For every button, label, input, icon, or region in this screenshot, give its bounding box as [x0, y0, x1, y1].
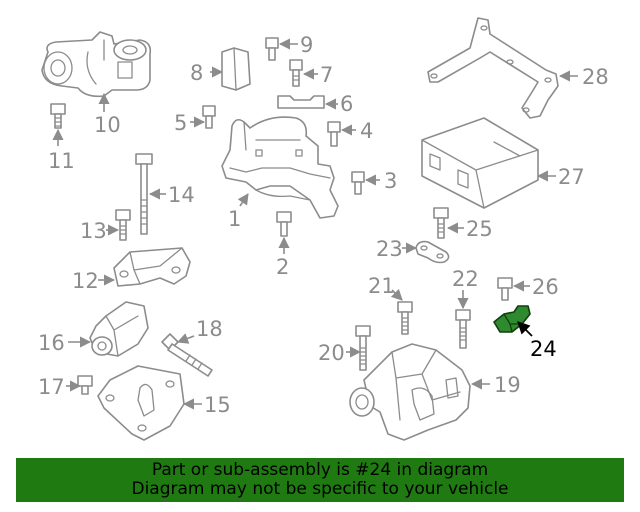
part-20-bolt[interactable]: [355, 325, 371, 371]
part-28-bracket[interactable]: [427, 17, 559, 119]
callout-17: 17: [38, 375, 65, 399]
callout-16: 16: [38, 331, 65, 355]
banner-line-1: Part or sub-assembly is #24 in diagram: [151, 460, 489, 480]
part-10-actuator[interactable]: [41, 31, 152, 98]
callout-8: 8: [190, 61, 203, 85]
callout-22: 22: [452, 267, 479, 291]
part-9-bolt[interactable]: [265, 37, 279, 61]
part-5-bolt[interactable]: [202, 105, 216, 129]
callout-6: 6: [340, 92, 353, 116]
part-21-bolt[interactable]: [397, 301, 413, 335]
callout-5: 5: [174, 111, 187, 135]
part-12-bracket[interactable]: [113, 247, 191, 287]
part-4-bolt[interactable]: [327, 121, 341, 147]
callout-23: 23: [376, 237, 403, 261]
part-11-bolt[interactable]: [50, 103, 66, 129]
callout-25: 25: [466, 217, 493, 241]
callout-3: 3: [384, 169, 397, 193]
part-16-mount[interactable]: [89, 301, 149, 357]
callout-7: 7: [320, 63, 333, 87]
callout-24: 24: [530, 337, 557, 361]
banner-line-2: Diagram may not be specific to your vehi…: [131, 479, 509, 499]
part-19-trans-mount[interactable]: [349, 343, 471, 441]
part-27-control-module[interactable]: [421, 117, 539, 209]
callout-10: 10: [94, 113, 121, 137]
callout-4: 4: [360, 119, 373, 143]
part-14-long-bolt[interactable]: [135, 153, 153, 235]
part-26-bolt[interactable]: [497, 277, 513, 301]
part-25-bolt[interactable]: [433, 207, 449, 239]
part-1-engine-mount[interactable]: [221, 116, 339, 219]
callout-2: 2: [276, 255, 289, 279]
callout-15: 15: [204, 393, 231, 417]
part-6-spacer[interactable]: [277, 95, 325, 109]
part-23-washer[interactable]: [415, 240, 450, 264]
callout-11: 11: [48, 149, 75, 173]
callout-20: 20: [318, 341, 345, 365]
part-22-bolt[interactable]: [455, 309, 471, 349]
callout-18: 18: [196, 317, 223, 341]
info-banner: Part or sub-assembly is #24 in diagram D…: [16, 458, 624, 502]
callout-14: 14: [168, 183, 195, 207]
callout-26: 26: [532, 275, 559, 299]
callout-13: 13: [80, 219, 107, 243]
part-7-bolt[interactable]: [289, 59, 303, 87]
callout-28: 28: [582, 65, 609, 89]
part-2-bolt[interactable]: [276, 211, 292, 237]
part-17-bolt[interactable]: [77, 375, 93, 395]
part-18-bolt[interactable]: [161, 333, 213, 377]
part-15-plate[interactable]: [97, 365, 185, 441]
callout-12: 12: [72, 269, 99, 293]
part-8-bracket[interactable]: [221, 47, 251, 91]
part-3-bolt[interactable]: [351, 171, 365, 195]
callout-1: 1: [228, 207, 241, 231]
callout-21: 21: [368, 274, 395, 298]
callout-19: 19: [494, 373, 521, 397]
part-13-bolt[interactable]: [115, 209, 131, 241]
callout-27: 27: [558, 165, 585, 189]
callout-9: 9: [300, 33, 313, 57]
